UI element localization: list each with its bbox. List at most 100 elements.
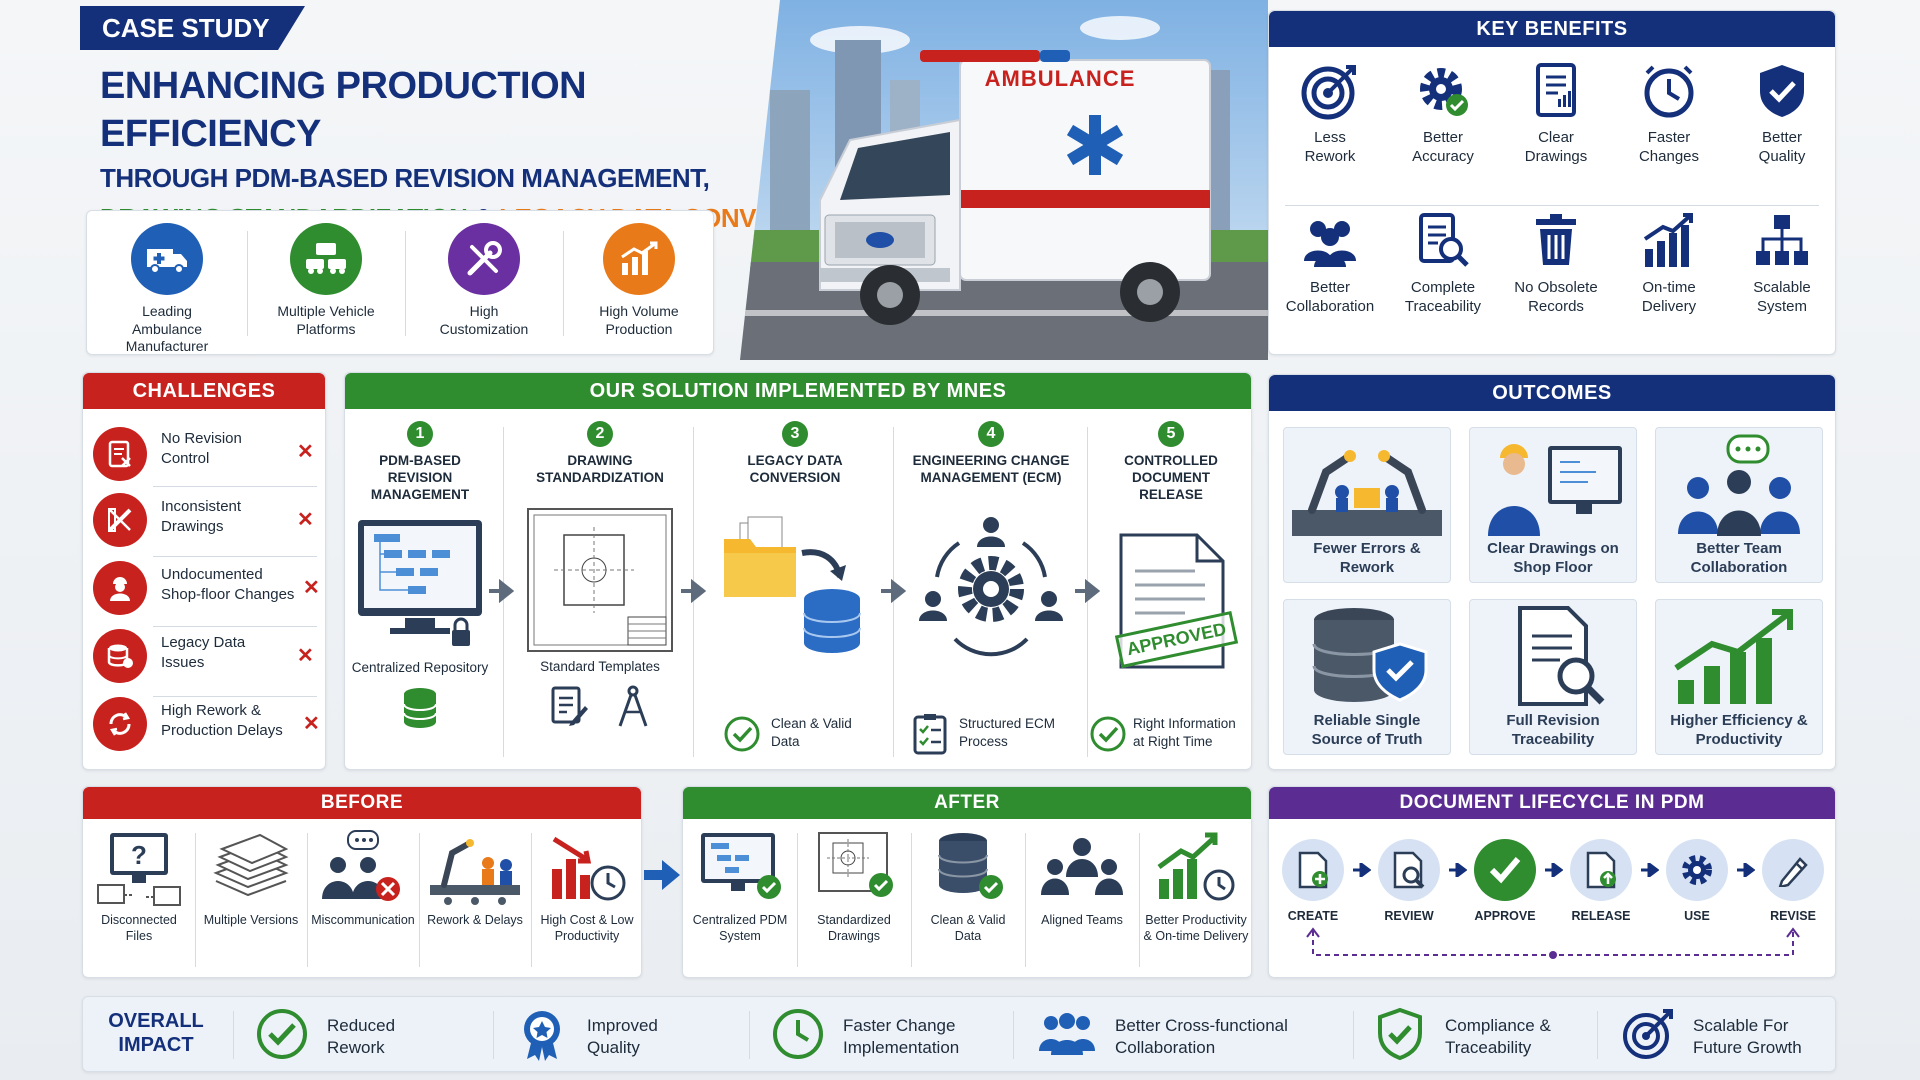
challenge-label: No Revision Control <box>161 430 242 467</box>
lifecycle-panel: DOCUMENT LIFECYCLE IN PDM CREATE REVIEW … <box>1268 786 1836 978</box>
benefit-better-quality: Better Quality <box>1729 61 1835 167</box>
benefit-less-rework: Less Rework <box>1277 61 1383 167</box>
before-to-after-arrow-icon <box>644 860 680 890</box>
approved-document-icon: APPROVED <box>1114 531 1239 671</box>
lifecycle-step: CREATE <box>1277 839 1349 925</box>
after-item: Aligned Teams <box>1025 829 1139 929</box>
key-benefits-grid: Less Rework Better Accuracy Clear Drawin… <box>1269 51 1837 351</box>
challenge-item: Legacy Data Issues ✕ <box>91 627 319 693</box>
step-number: 4 <box>978 421 1004 447</box>
aligned-teams-icon <box>1041 838 1123 895</box>
use-gear-icon <box>1666 839 1728 901</box>
engineer-monitor-icon <box>1488 444 1622 536</box>
outcome-card: Better Team Collaboration <box>1655 427 1823 583</box>
disconnected-files-icon: ? <box>97 833 181 906</box>
benefit-label: Faster Changes <box>1638 129 1700 165</box>
overall-impact-panel: OVERALL IMPACT Reduced Rework Improved Q… <box>82 996 1836 1072</box>
approve-icon <box>1474 839 1536 901</box>
fact-high-volume: High Volume Production <box>563 217 715 338</box>
step-caption: Standard Templates <box>540 658 660 674</box>
outcomes-header: OUTCOMES <box>1269 375 1835 411</box>
lifecycle-step: USE <box>1661 839 1733 925</box>
drawing-sheet-icon <box>527 507 673 652</box>
lifecycle-step: REVISE <box>1757 839 1829 925</box>
checklist-icon <box>913 714 947 755</box>
after-item: Standardized Drawings <box>797 829 911 944</box>
before-label: Multiple Versions <box>203 913 299 927</box>
benefit-label: No Obsolete Records <box>1514 279 1598 315</box>
benefit-clear-drawings: Clear Drawings <box>1503 61 1609 167</box>
lifecycle-arrow-icon <box>1641 863 1659 877</box>
before-label: Rework & Delays <box>427 913 523 927</box>
growth-chart-icon <box>603 223 675 295</box>
outcome-card: Full Revision Traceability <box>1469 599 1637 755</box>
benefit-faster-changes: Faster Changes <box>1616 61 1722 167</box>
rework-icon <box>93 697 147 751</box>
robot-arms-icon <box>1292 450 1442 536</box>
before-item: ? Disconnected Files <box>83 829 195 944</box>
high-cost-icon <box>552 836 626 901</box>
benefit-better-collaboration: Better Collaboration <box>1277 211 1383 317</box>
ambulance-icon <box>131 223 203 295</box>
before-item: Rework & Delays <box>419 829 531 929</box>
step-arrow-icon <box>681 579 707 603</box>
benefit-label: Better Quality <box>1758 129 1806 165</box>
step-number: 2 <box>587 421 613 447</box>
step-title: DRAWING STANDARDIZATION <box>536 453 664 485</box>
before-label: Miscommunication <box>311 913 415 927</box>
quality-badge-icon <box>524 1011 560 1061</box>
challenge-item: Inconsistent Drawings ✕ <box>91 487 319 553</box>
outcome-label: Full Revision Traceability <box>1506 712 1600 748</box>
benefit-label: On-time Delivery <box>1641 279 1697 315</box>
lifecycle-arrow-icon <box>1737 863 1755 877</box>
pdm-system-icon <box>701 833 781 899</box>
rework-delays-icon <box>430 839 520 905</box>
step-title: CONTROLLED DOCUMENT RELEASE <box>1124 453 1218 502</box>
step-title: PDM-BASED REVISION MANAGEMENT <box>370 453 470 502</box>
challenge-x-mark: ✕ <box>297 509 314 531</box>
team-speech-icon <box>1678 434 1800 536</box>
after-item: Better Productivity & On-time Delivery <box>1139 829 1253 944</box>
step-caption: Right Information at Right Time <box>1133 716 1236 750</box>
productivity-growth-icon <box>1157 832 1235 901</box>
target-icon <box>1301 65 1356 120</box>
step-title: ENGINEERING CHANGE MANAGEMENT (ECM) <box>912 453 1070 485</box>
efficiency-growth-icon <box>1674 609 1793 704</box>
outcome-label: Higher Efficiency & Productivity <box>1670 712 1808 748</box>
lifecycle-label: REVIEW <box>1384 909 1434 923</box>
outcome-card: Higher Efficiency & Productivity <box>1655 599 1823 755</box>
step-number: 5 <box>1158 421 1184 447</box>
challenge-item: No Revision Control ✕ <box>91 417 319 483</box>
lifecycle-label: CREATE <box>1287 909 1339 923</box>
challenge-x-mark: ✕ <box>303 577 320 599</box>
outcome-card: Clear Drawings on Shop Floor <box>1469 427 1637 583</box>
after-item: Clean & Valid Data <box>911 829 1025 944</box>
solution-step-5: 5 CONTROLLED DOCUMENT RELEASE APPROVED R… <box>1090 421 1247 761</box>
hierarchy-icon <box>1756 215 1808 265</box>
outcome-label: Clear Drawings on Shop Floor <box>1487 540 1619 576</box>
step-number: 3 <box>782 421 808 447</box>
template-edit-icon <box>551 686 588 726</box>
lifecycle-label: APPROVE <box>1474 909 1536 923</box>
before-header: BEFORE <box>83 787 641 819</box>
change-cycle-icon <box>919 516 1063 657</box>
worker-icon <box>93 561 147 615</box>
check-circle-icon <box>724 716 760 752</box>
database-shield-icon <box>1312 608 1428 702</box>
solution-step-4: 4 ENGINEERING CHANGE MANAGEMENT (ECM) St… <box>901 421 1081 761</box>
solution-step-2: 2 DRAWING STANDARDIZATION Standard Templ… <box>517 421 683 761</box>
case-study-tag-text: CASE STUDY <box>102 12 270 43</box>
benefit-label: Less Rework <box>1304 129 1356 165</box>
after-label: Standardized Drawings <box>817 913 891 943</box>
ambulance-lettering: AMBULANCE <box>984 66 1136 91</box>
revision-search-icon <box>1518 606 1605 706</box>
impact-label: Faster Change Implementation <box>843 1016 960 1058</box>
benefit-on-time-delivery: On-time Delivery <box>1616 211 1722 317</box>
step-caption: Centralized Repository <box>351 659 489 675</box>
step-caption: Clean & Valid Data <box>771 716 852 750</box>
impact-label: Better Cross-functional Collaboration <box>1115 1016 1288 1058</box>
impact-item: Reduced Rework <box>255 1003 485 1067</box>
create-icon <box>1282 839 1344 901</box>
lifecycle-arrow-icon <box>1545 863 1563 877</box>
